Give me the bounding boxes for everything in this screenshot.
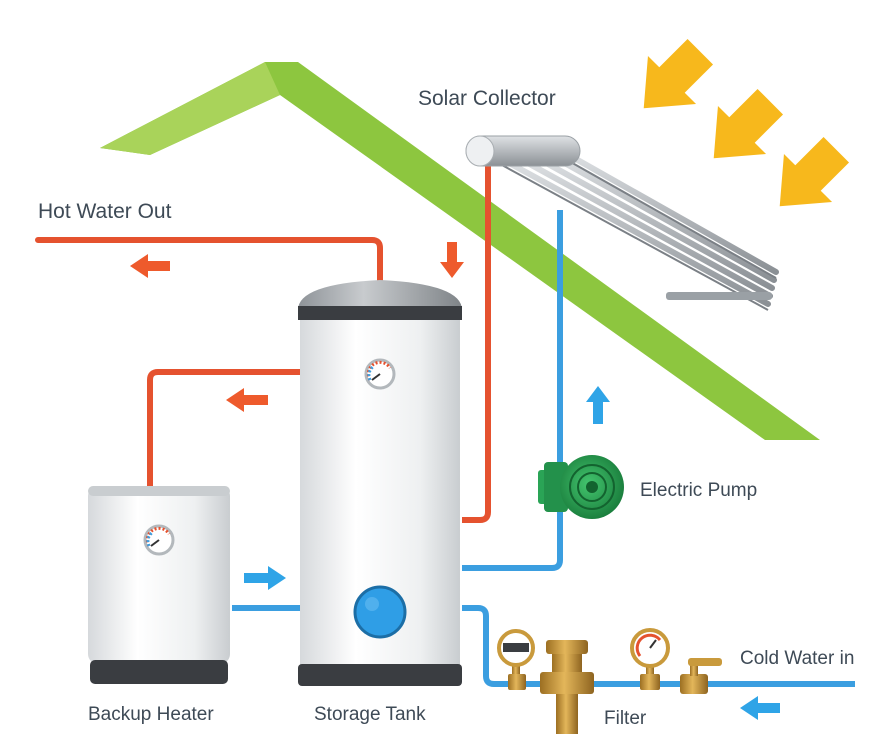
flow-arrow-icon bbox=[586, 386, 610, 424]
collector-hot-return-pipe bbox=[462, 160, 491, 523]
sun-ray-arrow-icon bbox=[643, 38, 714, 109]
solar-collector bbox=[465, 135, 779, 311]
storage-tank bbox=[298, 280, 462, 686]
flow-arrow-icon bbox=[226, 388, 268, 412]
flow-arrow-icon bbox=[244, 566, 286, 590]
valve-icon bbox=[680, 658, 722, 694]
cold-water-in-label: Cold Water in bbox=[740, 648, 855, 669]
sun-ray-arrow-icon bbox=[713, 88, 784, 159]
water-meter-icon bbox=[497, 629, 535, 690]
hot-water-out-label: Hot Water Out bbox=[38, 200, 172, 223]
flow-arrow-icon bbox=[130, 254, 170, 278]
roof bbox=[100, 62, 820, 440]
hot-water-out-pipe bbox=[35, 237, 383, 285]
pressure-gauge-icon bbox=[630, 628, 670, 690]
electric-pump bbox=[538, 455, 624, 519]
pump-to-collector-cold-pipe bbox=[462, 210, 563, 571]
solar-collector-label: Solar Collector bbox=[418, 87, 556, 110]
tank-to-heater-hot-pipe bbox=[147, 369, 300, 486]
electric-pump-label: Electric Pump bbox=[640, 480, 758, 501]
flow-arrow-icon bbox=[440, 242, 464, 278]
filter-label: Filter bbox=[604, 708, 647, 729]
thermometer-gauge-icon bbox=[143, 524, 175, 556]
cold-water-in-pipe bbox=[462, 605, 855, 687]
backup-heater bbox=[88, 486, 230, 684]
backup-heater-label: Backup Heater bbox=[88, 704, 214, 725]
filter bbox=[540, 640, 594, 734]
thermometer-gauge-icon bbox=[364, 358, 396, 390]
flow-arrow-icon bbox=[740, 696, 780, 720]
sun-ray-arrow-icon bbox=[779, 136, 850, 207]
storage-tank-label: Storage Tank bbox=[314, 704, 426, 725]
